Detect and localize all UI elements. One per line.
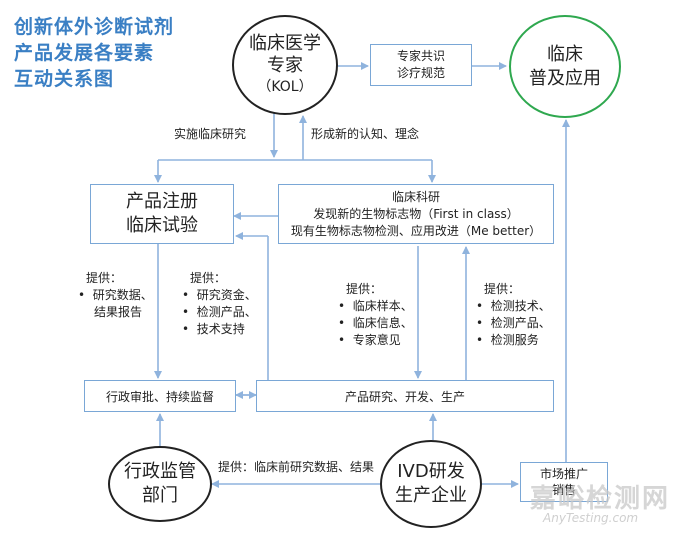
research-box: 临床科研 发现新的生物标志物（First in class） 现有生物标志物检测… bbox=[278, 184, 554, 244]
research-line1: 临床科研 bbox=[391, 189, 440, 204]
provide-list-3-head: 提供： bbox=[346, 282, 383, 296]
label-new-cognition: 形成新的认知、理念 bbox=[311, 127, 420, 141]
marketing-line2: 销售 bbox=[551, 483, 576, 497]
registration-box: 产品注册 临床试验 bbox=[90, 184, 234, 244]
provide-list-3-item: 专家意见 bbox=[338, 332, 413, 349]
provide-list-1-item: 研究数据、 bbox=[78, 287, 153, 304]
marketing-line1: 市场推广 bbox=[539, 467, 588, 481]
diagram-title-line1: 创新体外诊断试剂 bbox=[14, 16, 175, 38]
label-provide-preclinical: 提供：临床前研究数据、结果 bbox=[218, 460, 375, 474]
provide-list-3-item: 临床信息、 bbox=[338, 315, 413, 332]
provide-list-2-head: 提供： bbox=[190, 271, 227, 285]
marketing-box: 市场推广 销售 bbox=[520, 462, 608, 502]
regulator-line1: 行政监管 bbox=[124, 461, 196, 482]
provide-list-4-item: 检测服务 bbox=[476, 332, 551, 349]
research-line2: 发现新的生物标志物（First in class） bbox=[313, 206, 519, 221]
ivd-line2: 生产企业 bbox=[395, 485, 467, 506]
provide-list-4: 提供： 检测技术、 检测产品、 检测服务 bbox=[476, 281, 551, 349]
diagram-title-line3: 互动关系图 bbox=[14, 68, 115, 90]
registration-line1: 产品注册 bbox=[126, 191, 198, 212]
provide-list-2-item: 检测产品、 bbox=[182, 304, 257, 321]
provide-list-1: 提供： 研究数据、 结果报告 bbox=[78, 270, 153, 321]
regulator-line2: 部门 bbox=[142, 485, 178, 506]
clinical-use-line2: 普及应用 bbox=[529, 67, 601, 89]
watermark-cn: 嘉峪检测网 bbox=[530, 484, 671, 514]
rd-label: 产品研究、开发、生产 bbox=[344, 389, 465, 404]
provide-list-4-item: 检测技术、 bbox=[476, 298, 551, 315]
consensus-box: 专家共识 诊疗规范 bbox=[370, 44, 472, 86]
research-line3: 现有生物标志物检测、应用改进（Me better） bbox=[290, 223, 542, 238]
rd-box: 产品研究、开发、生产 bbox=[256, 380, 554, 412]
clinical-use-node: 临床 普及应用 bbox=[509, 15, 621, 118]
provide-list-1-head: 提供： bbox=[86, 271, 123, 285]
provide-list-2-item: 研究资金、 bbox=[182, 287, 257, 304]
provide-list-1-item: 结果报告 bbox=[94, 305, 143, 319]
kol-line2: 专家 bbox=[267, 55, 303, 76]
provide-list-3-item: 临床样本、 bbox=[338, 298, 413, 315]
watermark-en: AnyTesting.com bbox=[543, 511, 639, 525]
kol-line3: （KOL） bbox=[257, 79, 313, 95]
clinical-use-line1: 临床 bbox=[547, 43, 583, 65]
provide-list-2-item: 技术支持 bbox=[182, 321, 257, 338]
regulator-node: 行政监管 部门 bbox=[108, 446, 212, 522]
ivd-node: IVD研发 生产企业 bbox=[380, 440, 482, 528]
kol-node: 临床医学 专家 （KOL） bbox=[232, 15, 338, 115]
provide-list-3: 提供： 临床样本、 临床信息、 专家意见 bbox=[338, 281, 413, 349]
admin-review-box: 行政审批、持续监督 bbox=[84, 380, 236, 412]
kol-line1: 临床医学 bbox=[249, 33, 321, 54]
diagram-title-line2: 产品发展各要素 bbox=[14, 42, 155, 64]
label-implement-research: 实施临床研究 bbox=[174, 127, 247, 141]
provide-list-4-item: 检测产品、 bbox=[476, 315, 551, 332]
admin-review-label: 行政审批、持续监督 bbox=[105, 389, 214, 404]
registration-line2: 临床试验 bbox=[126, 215, 198, 236]
ivd-line1: IVD研发 bbox=[397, 461, 465, 482]
consensus-line2: 诊疗规范 bbox=[396, 66, 445, 80]
consensus-line1: 专家共识 bbox=[396, 49, 445, 63]
provide-list-4-head: 提供： bbox=[484, 282, 521, 296]
provide-list-2: 提供： 研究资金、 检测产品、 技术支持 bbox=[182, 270, 257, 338]
